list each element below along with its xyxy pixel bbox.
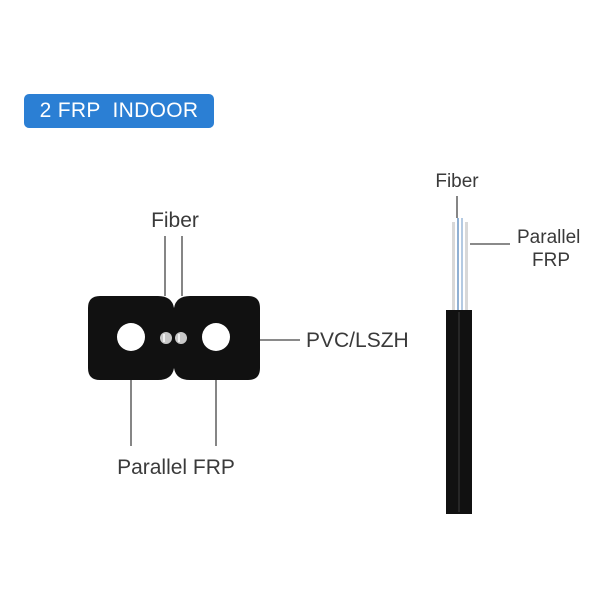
cable-type-badge: 2 FRP INDOOR [24, 94, 214, 128]
side-view: Fiber Parallel FRP [435, 171, 580, 514]
cross-fiber-label: Fiber [151, 209, 199, 232]
fiber-core-right [175, 332, 187, 344]
cross-section-view: Fiber PVC/LSZH Parallel FRP [88, 209, 409, 479]
frp-rod-left [117, 323, 145, 351]
side-frp-label-line2: FRP [532, 250, 570, 271]
cross-frp-label: Parallel FRP [117, 456, 235, 479]
exposed-frp-right [465, 222, 468, 310]
side-frp-label-line1: Parallel [517, 227, 580, 248]
side-fiber-label: Fiber [435, 171, 479, 192]
fiber-core-left [160, 332, 172, 344]
cable-jacket [88, 296, 260, 380]
jacket-label: PVC/LSZH [306, 329, 409, 352]
frp-rod-right [202, 323, 230, 351]
exposed-frp-left [452, 222, 455, 310]
